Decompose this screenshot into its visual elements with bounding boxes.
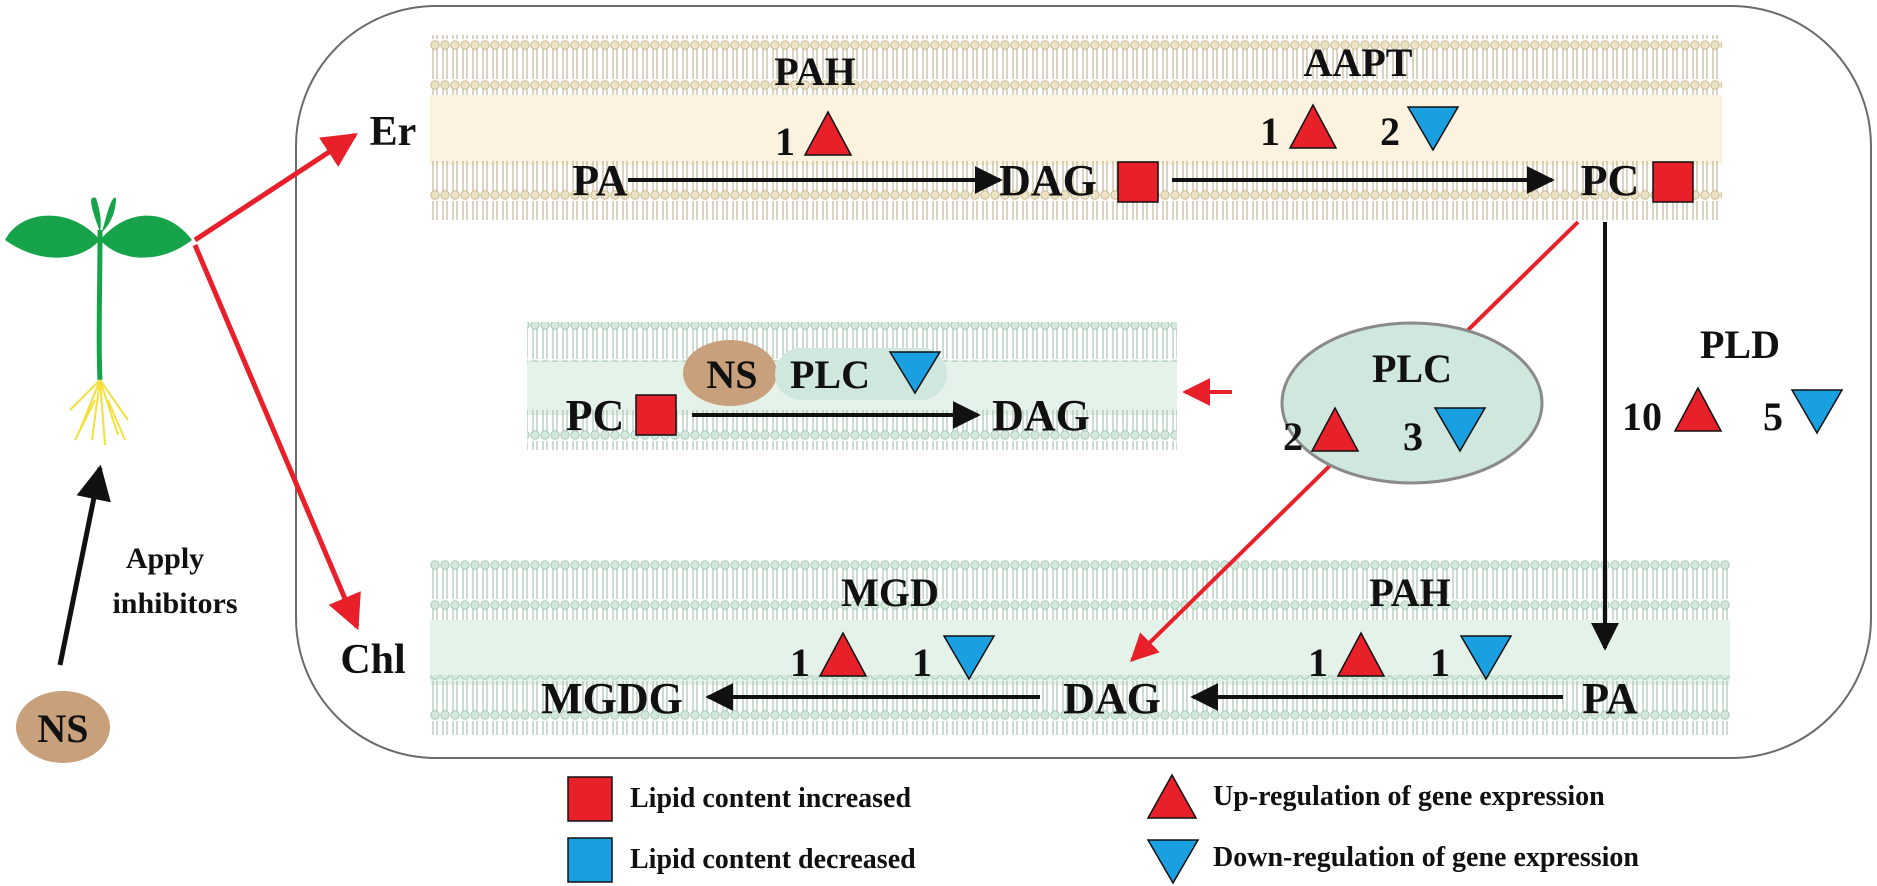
pld-up-count: 10: [1622, 394, 1662, 439]
legend-increased-label: Lipid content increased: [630, 783, 911, 814]
plc-node-up-triangle: [1310, 406, 1360, 452]
er-aapt-down-count: 2: [1380, 109, 1400, 154]
plc-node-down-triangle: [1433, 407, 1487, 453]
chl-mgdg-label: MGDG: [541, 674, 683, 723]
plc-node-label: PLC: [1372, 346, 1452, 391]
er-label: Er: [370, 109, 417, 155]
legend-up-triangle: [1146, 773, 1198, 819]
legend-increased-square: [567, 776, 613, 822]
middle-ns-label: NS: [706, 352, 757, 397]
legend-down-label: Down-regulation of gene expression: [1213, 842, 1639, 873]
middle-ns-bubble: [683, 340, 777, 406]
middle-pc-increased-square: [635, 394, 677, 436]
er-aapt-up-count: 1: [1260, 109, 1280, 154]
plant-to-er-arrow: [193, 132, 358, 243]
pld-down-triangle: [1790, 389, 1844, 435]
chl-pah-label: PAH: [1369, 570, 1450, 615]
chl-membrane: [430, 560, 1730, 735]
er-pc-increased-square: [1652, 161, 1694, 203]
pld-label: PLD: [1700, 322, 1780, 367]
legend-up-label: Up-regulation of gene expression: [1213, 781, 1605, 812]
plant-to-chl-arrow: [192, 244, 361, 631]
ns-bubble: [16, 691, 110, 763]
pld-up-triangle: [1673, 386, 1723, 432]
apply-arrow: [57, 464, 111, 666]
er-pah-up-count: 1: [775, 119, 795, 164]
legend-decreased-square: [567, 837, 613, 883]
chl-mgd-down-triangle: [942, 635, 996, 681]
er-aapt-up-triangle: [1288, 103, 1338, 149]
chl-pah-up-triangle: [1336, 631, 1386, 677]
er-dag-increased-square: [1117, 161, 1159, 203]
chl-pah-down-triangle: [1459, 635, 1513, 681]
middle-plc-down-triangle: [888, 351, 942, 395]
middle-dag-label: DAG: [992, 391, 1090, 440]
chl-mgd-up-triangle: [818, 631, 868, 677]
er-membrane: [430, 35, 1722, 220]
chl-pa-label: PA: [1582, 674, 1638, 723]
legend: Lipid content increased Lipid content de…: [567, 773, 1639, 885]
er-pa-label: PA: [572, 156, 628, 205]
er-aapt-down-triangle: [1406, 106, 1460, 152]
plc-node-down-count: 3: [1403, 414, 1423, 459]
chl-mgd-label: MGD: [841, 570, 939, 615]
chl-pah-down-count: 1: [1430, 640, 1450, 685]
middle-plc-label: PLC: [790, 352, 870, 397]
er-pc-label: PC: [1581, 156, 1640, 205]
chl-dag-label: DAG: [1063, 674, 1161, 723]
chl-mgd-up-count: 1: [790, 640, 810, 685]
er-aapt-label: AAPT: [1304, 40, 1413, 85]
apply-label-line2: inhibitors: [112, 587, 237, 620]
apply-label-line1: Apply: [126, 542, 204, 575]
legend-decreased-label: Lipid content decreased: [630, 844, 916, 875]
middle-pc-label: PC: [566, 391, 625, 440]
plant-seedling-icon: [5, 197, 192, 446]
chl-mgd-down-count: 1: [912, 640, 932, 685]
er-pah-up-triangle: [803, 110, 853, 156]
ns-label: NS: [37, 706, 88, 751]
chl-pah-up-count: 1: [1308, 640, 1328, 685]
legend-down-triangle: [1146, 839, 1200, 885]
chl-label: Chl: [340, 637, 405, 683]
pld-down-count: 5: [1763, 394, 1783, 439]
er-pah-label: PAH: [774, 49, 855, 94]
plc-node-up-count: 2: [1283, 414, 1303, 459]
er-dag-label: DAG: [999, 156, 1097, 205]
